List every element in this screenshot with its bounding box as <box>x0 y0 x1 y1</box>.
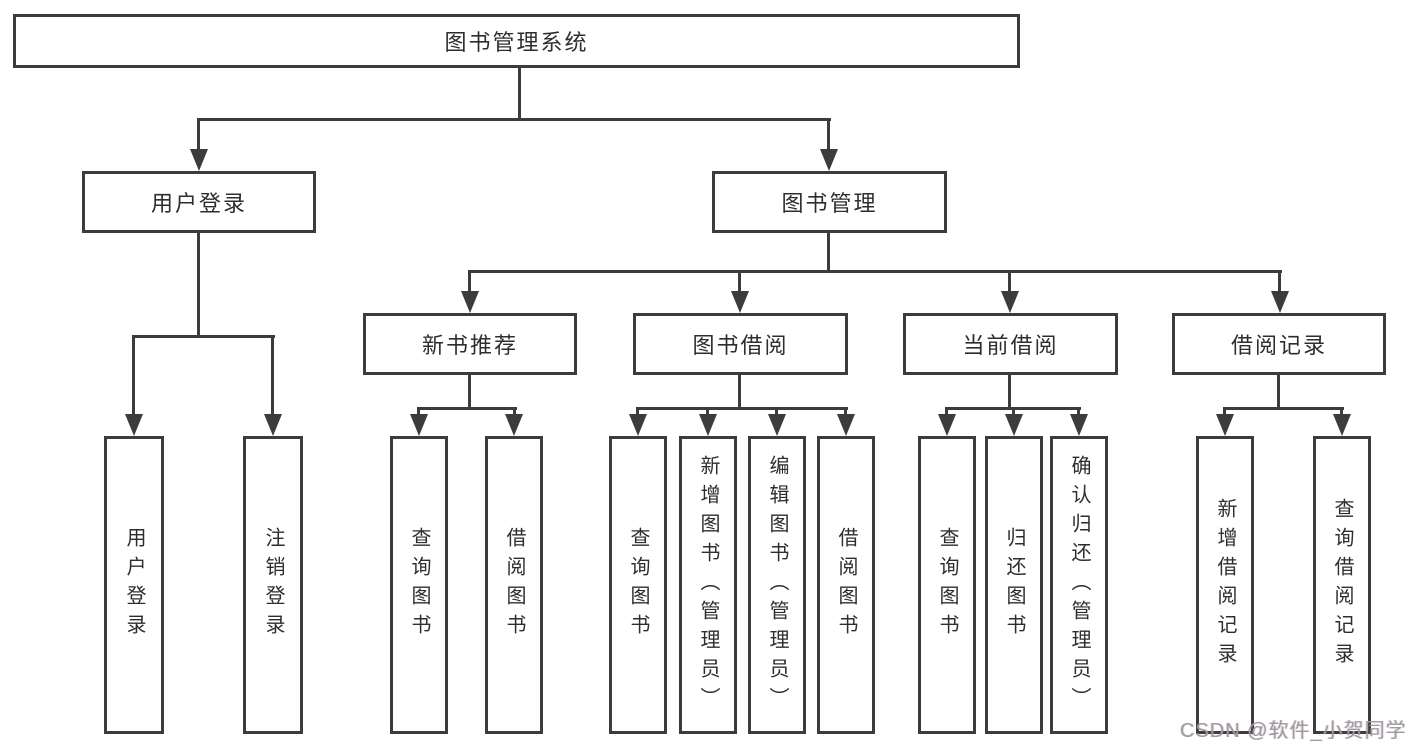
arrowhead-down-icon <box>820 149 838 171</box>
node-label: 图书借阅 <box>692 333 789 358</box>
node-borrow-records: 借阅记录 <box>1172 313 1386 375</box>
connector-line <box>1008 270 1011 293</box>
connector-line <box>197 118 831 121</box>
arrowhead-down-icon <box>190 149 208 171</box>
connector-line <box>417 407 517 410</box>
node-label: 借阅记录 <box>1230 333 1327 358</box>
node-query-borrow-record: 查询借阅记录 <box>1313 436 1371 734</box>
node-label: 注销登录 <box>262 527 284 643</box>
connector-line <box>945 407 948 416</box>
connector-line <box>738 270 741 293</box>
arrowhead-down-icon <box>768 414 786 436</box>
arrowhead-down-icon <box>699 414 717 436</box>
node-recommend-borrow-books: 借阅图书 <box>485 436 543 734</box>
node-current-query-books: 查询图书 <box>918 436 976 734</box>
node-label: 查询图书 <box>936 527 958 643</box>
arrowhead-down-icon <box>264 414 282 436</box>
connector-line <box>1077 407 1080 416</box>
connector-line <box>636 407 848 410</box>
arrowhead-down-icon <box>1001 291 1019 313</box>
node-borrow-query-books: 查询图书 <box>609 436 667 734</box>
node-borrow-books: 借阅图书 <box>817 436 875 734</box>
connector-line <box>1278 270 1281 293</box>
arrowhead-down-icon <box>938 414 956 436</box>
arrowhead-down-icon <box>1005 414 1023 436</box>
connector-line <box>513 407 516 416</box>
arrowhead-down-icon <box>461 291 479 313</box>
node-user-login-group: 用户登录 <box>82 171 316 233</box>
connector-line <box>197 233 200 337</box>
connector-line <box>468 375 471 409</box>
node-label: 用户登录 <box>150 191 247 216</box>
connector-line <box>132 335 275 338</box>
node-book-management: 图书管理 <box>712 171 947 233</box>
node-recommend-query-books: 查询图书 <box>390 436 448 734</box>
node-confirm-return-admin: 确认归还（管理员） <box>1050 436 1108 734</box>
node-edit-books-admin: 编辑图书（管理员） <box>748 436 806 734</box>
connector-line <box>271 335 274 416</box>
node-label: 编辑图书（管理员） <box>766 454 788 716</box>
connector-line <box>636 407 639 416</box>
node-label: 归还图书 <box>1003 527 1025 643</box>
connector-line <box>1223 407 1344 410</box>
arrowhead-down-icon <box>1070 414 1088 436</box>
connector-line <box>468 270 1282 273</box>
node-label: 新增图书（管理员） <box>697 454 719 716</box>
connector-line <box>468 270 471 293</box>
arrowhead-down-icon <box>410 414 428 436</box>
connector-line <box>518 68 521 118</box>
connector-line <box>738 375 741 409</box>
connector-line <box>1012 407 1015 416</box>
node-label: 当前借阅 <box>962 333 1059 358</box>
arrowhead-down-icon <box>1333 414 1351 436</box>
node-add-borrow-record: 新增借阅记录 <box>1196 436 1254 734</box>
connector-line <box>132 335 135 416</box>
node-user-login: 用户登录 <box>104 436 164 734</box>
node-label: 图书管理 <box>781 191 878 216</box>
connector-line <box>1008 375 1011 409</box>
arrowhead-down-icon <box>731 291 749 313</box>
arrowhead-down-icon <box>125 414 143 436</box>
connector-line <box>844 407 847 416</box>
connector-line <box>827 118 830 152</box>
node-label: 新增借阅记录 <box>1214 498 1236 672</box>
node-return-books: 归还图书 <box>985 436 1043 734</box>
node-logout: 注销登录 <box>243 436 303 734</box>
node-system-root: 图书管理系统 <box>13 14 1020 68</box>
node-label: 借阅图书 <box>835 527 857 643</box>
node-label: 借阅图书 <box>503 527 525 643</box>
connector-line <box>197 118 200 152</box>
node-label: 新书推荐 <box>421 333 518 358</box>
node-label: 查询图书 <box>627 527 649 643</box>
csdn-watermark: CSDN @软件_小贺同学 <box>1180 720 1405 742</box>
connector-line <box>1223 407 1226 416</box>
connector-line <box>1277 375 1280 409</box>
node-label: 确认归还（管理员） <box>1068 454 1090 716</box>
node-add-books-admin: 新增图书（管理员） <box>679 436 737 734</box>
node-label: 图书管理系统 <box>444 30 589 55</box>
connector-line <box>775 407 778 416</box>
node-current-borrow: 当前借阅 <box>903 313 1118 375</box>
arrowhead-down-icon <box>629 414 647 436</box>
connector-line <box>1340 407 1343 416</box>
connector-line <box>706 407 709 416</box>
arrowhead-down-icon <box>837 414 855 436</box>
node-book-borrow: 图书借阅 <box>633 313 848 375</box>
node-label: 查询借阅记录 <box>1331 498 1353 672</box>
arrowhead-down-icon <box>1271 291 1289 313</box>
arrowhead-down-icon <box>505 414 523 436</box>
connector-line <box>417 407 420 416</box>
node-new-book-recommend: 新书推荐 <box>363 313 577 375</box>
node-label: 用户登录 <box>123 527 145 643</box>
connector-line <box>827 233 830 272</box>
node-label: 查询图书 <box>408 527 430 643</box>
arrowhead-down-icon <box>1216 414 1234 436</box>
